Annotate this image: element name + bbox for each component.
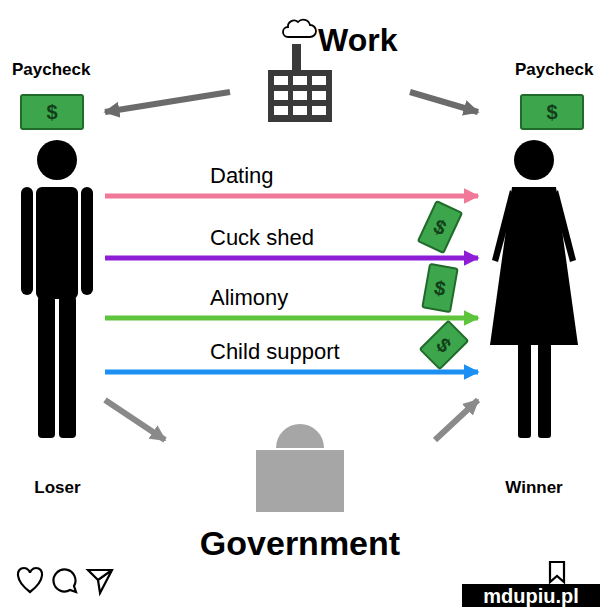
currency-symbol: $	[46, 102, 57, 122]
woman-figure	[490, 140, 578, 438]
watermark-box: mdupiu.pl	[462, 584, 600, 607]
figure-arm	[492, 190, 516, 262]
flow-arrow	[105, 316, 478, 321]
dollar-bills	[21, 95, 583, 369]
figure-leg	[518, 343, 531, 438]
edge-label-box: Alimony	[210, 285, 288, 310]
factory-chimney	[292, 44, 301, 72]
edge-label: Alimony	[210, 285, 288, 310]
figure-torso	[36, 187, 78, 299]
figure-leg	[38, 296, 55, 438]
figure-head	[37, 140, 77, 180]
currency-symbol: $	[433, 334, 455, 356]
comment-icon	[53, 569, 76, 592]
window	[274, 106, 288, 115]
building-dome	[276, 424, 324, 448]
cloud-icon	[283, 20, 316, 37]
edge-label-box: Paycheck	[515, 60, 593, 80]
edge-label-box: Child support	[210, 339, 340, 364]
person-node: Winner	[478, 92, 590, 500]
flow-arrow	[105, 370, 478, 375]
send-icon	[88, 570, 112, 593]
flow-arrow	[105, 92, 230, 112]
window	[274, 91, 288, 100]
flow-arrow	[105, 400, 165, 440]
window	[293, 106, 307, 115]
currency-symbol: $	[546, 102, 557, 122]
window	[293, 91, 307, 100]
heading-text: Work	[318, 22, 397, 59]
edge-label: Dating	[210, 163, 274, 188]
factory-windows	[274, 76, 326, 115]
window	[274, 76, 288, 85]
figure-arm	[21, 187, 33, 295]
window	[312, 76, 326, 85]
figure-arm	[552, 190, 576, 262]
government-building	[256, 424, 344, 512]
figure-arm	[81, 187, 93, 295]
dollar-sign: $	[426, 273, 454, 303]
government-node: Government	[165, 405, 435, 565]
person-label: Winner	[505, 478, 562, 498]
edge-label: Paycheck	[515, 60, 593, 79]
edge-label: Paycheck	[12, 60, 90, 79]
flow-arrow	[435, 400, 478, 440]
window	[312, 91, 326, 100]
currency-symbol: $	[433, 277, 447, 299]
flow-arrow	[410, 92, 478, 112]
edge-label: Cuck shed	[210, 225, 314, 250]
factory-building	[268, 70, 332, 122]
heading-text: Government	[200, 524, 400, 563]
bookmark-icon	[550, 562, 564, 582]
edge-label-box: Cuck shed	[210, 225, 314, 250]
window	[293, 76, 307, 85]
factory-node: Work	[230, 22, 410, 122]
dollar-sign: $	[40, 99, 64, 125]
dollar-bill	[420, 321, 468, 369]
dollar-bill	[418, 201, 462, 253]
dollar-bill	[422, 264, 457, 312]
watermark-text: mdupiu.pl	[483, 586, 579, 606]
window	[312, 106, 326, 115]
flow-arrow	[105, 194, 478, 199]
figure-dress	[490, 187, 578, 345]
currency-symbol: $	[431, 216, 450, 239]
figure-leg	[538, 343, 551, 438]
edge-label: Child support	[210, 339, 340, 364]
figure-leg	[59, 296, 76, 438]
building-base	[256, 450, 344, 512]
man-figure	[21, 140, 93, 438]
flow-arrow	[105, 256, 478, 261]
edge-label-box: Dating	[210, 163, 274, 188]
dollar-bill	[21, 95, 83, 129]
person-node: Loser	[10, 92, 105, 500]
heart-icon	[18, 568, 42, 592]
dollar-bill	[521, 95, 583, 129]
figure-head	[514, 140, 554, 180]
person-label: Loser	[34, 478, 80, 498]
dollar-sign: $	[540, 99, 564, 125]
edge-label-box: Paycheck	[12, 60, 90, 80]
